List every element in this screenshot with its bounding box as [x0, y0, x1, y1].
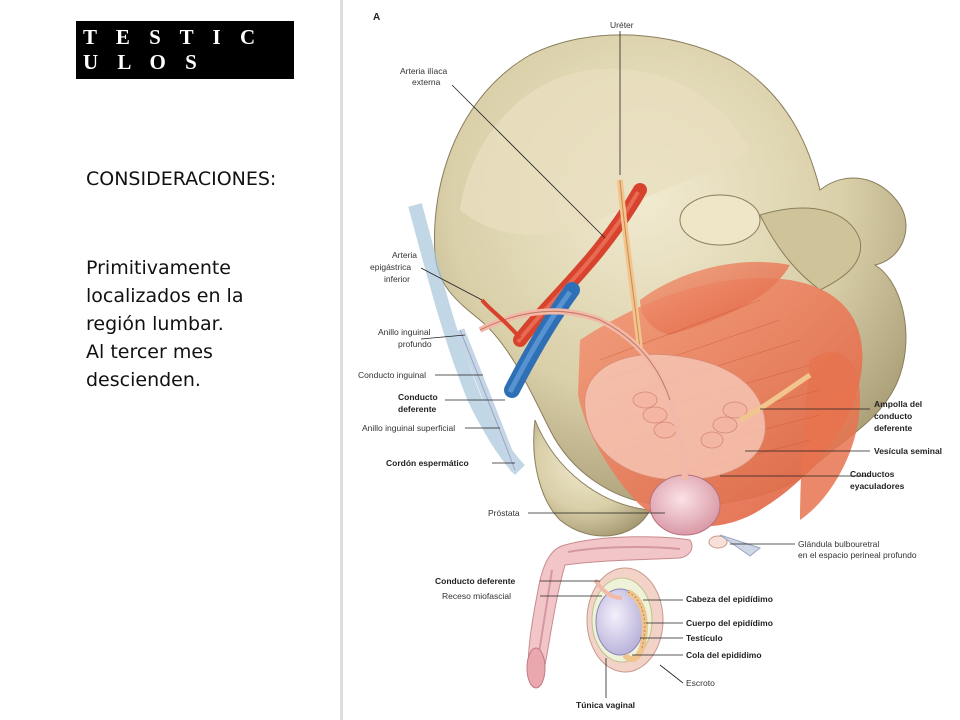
seminal-vesicle — [632, 391, 748, 449]
slide-title: T E S T I C U L O S — [83, 25, 263, 74]
label-conducto-deferente-b: Conducto deferente — [435, 576, 516, 586]
body-line: región lumbar. — [86, 313, 224, 335]
vas-deferens-scrotal — [593, 578, 623, 600]
label-testiculo: Testículo — [686, 633, 723, 643]
bulbourethral-gland — [708, 535, 728, 549]
label-anillo-profundo-2: profundo — [398, 339, 432, 349]
label-ampolla-3: deferente — [874, 423, 913, 433]
label-arteria-iliaca-2: externa — [412, 77, 441, 87]
label-cordon: Cordón espermático — [386, 458, 469, 468]
label-cuerpo-epididimo: Cuerpo del epidídimo — [686, 618, 773, 628]
label-glandula: Glándula bulbouretral — [798, 539, 879, 549]
anatomy-figure: A Uréter Arteria ilíaca externa Arteria … — [340, 0, 960, 720]
right-muscle — [800, 352, 860, 520]
label-receso: Receso miofascial — [442, 591, 511, 601]
label-arteria-epigastrica-3: inferior — [384, 274, 410, 284]
label-tunica-vaginal: Túnica vaginal — [576, 700, 635, 710]
leader-lines — [420, 31, 870, 698]
label-conducto-deferente: Conducto — [398, 392, 438, 402]
epididymis — [622, 589, 648, 662]
label-glandula-2: en el espacio perineal profundo — [798, 550, 917, 560]
inferior-epigastric-artery — [480, 298, 522, 340]
label-ampolla: Ampolla del — [874, 399, 922, 409]
label-arteria-iliaca: Arteria ilíaca — [400, 66, 448, 76]
sacral-vertebra — [679, 194, 761, 246]
pubic-bone — [533, 419, 651, 537]
label-cola-epididimo: Cola del epidídimo — [686, 650, 762, 660]
iliac-fossa — [460, 68, 750, 235]
label-anillo-profundo: Anillo inguinal — [378, 327, 431, 337]
label-conducto-deferente-2: deferente — [398, 404, 437, 414]
label-anillo-superficial: Anillo inguinal superficial — [362, 423, 455, 433]
lateral-muscle — [640, 261, 790, 335]
label-escroto: Escroto — [686, 678, 715, 688]
label-ureter: Uréter — [610, 20, 634, 30]
page-edge — [340, 0, 343, 720]
body-line: localizados en la — [86, 285, 244, 307]
body-line: Al tercer mes — [86, 341, 213, 363]
body-line: descienden. — [86, 369, 201, 391]
label-prostata: Próstata — [488, 508, 520, 518]
body-line: Primitivamente — [86, 257, 231, 279]
label-arteria-epigastrica: Arteria — [392, 250, 417, 260]
heading: CONSIDERACIONES: — [86, 168, 277, 190]
title-box: T E S T I C U L O S — [76, 21, 294, 79]
body-text: Primitivamente localizados en la región … — [86, 254, 243, 394]
label-cabeza-epididimo: Cabeza del epidídimo — [686, 594, 773, 604]
sacrum — [759, 207, 862, 291]
label-conducto-inguinal: Conducto inguinal — [358, 370, 426, 380]
label-ampolla-2: conducto — [874, 411, 912, 421]
label-vesicula: Vesícula seminal — [874, 446, 942, 456]
panel-label: A — [373, 12, 380, 23]
penis — [527, 536, 693, 685]
pelvis-illustration: A Uréter Arteria ilíaca externa Arteria … — [340, 0, 942, 720]
label-arteria-epigastrica-2: epigástrica — [370, 262, 411, 272]
label-conductos-eyaculadores-2: eyaculadores — [850, 481, 905, 491]
glans — [526, 647, 546, 689]
prostate — [649, 474, 721, 536]
label-conductos-eyaculadores: Conductos — [850, 469, 895, 479]
